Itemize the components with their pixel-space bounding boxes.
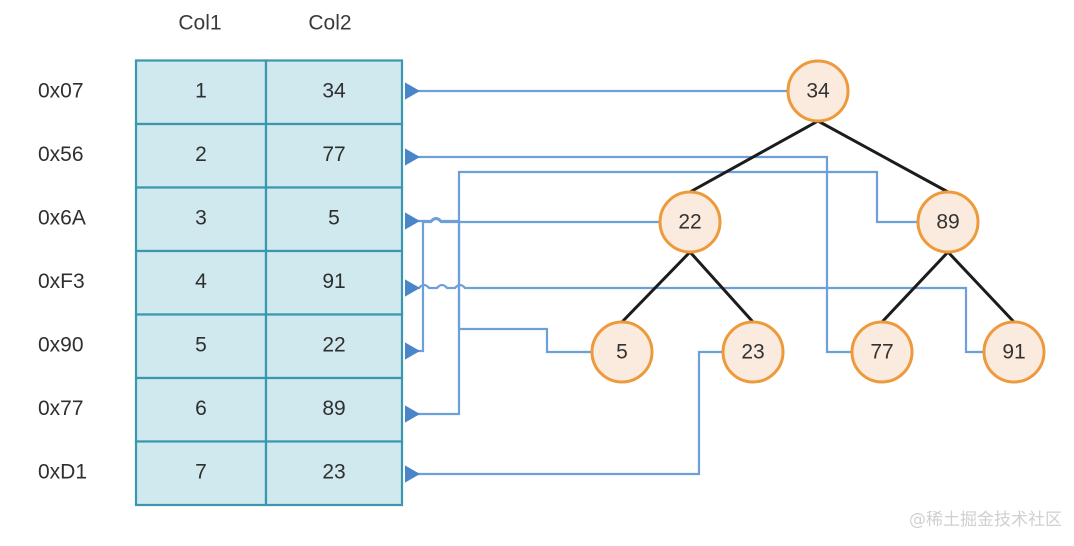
tree-node-leaf-3[interactable]: 77 <box>850 320 914 384</box>
table-row[interactable]: 0x07 1 34 <box>38 59 404 126</box>
cell-value-col2: 77 <box>322 143 345 166</box>
cell-value-col1: 4 <box>195 270 207 293</box>
tree-node-leaf-1[interactable]: 5 <box>590 320 654 384</box>
tree-edge-89-91 <box>946 250 1016 324</box>
node-circle[interactable] <box>721 320 785 384</box>
table-cell-col2[interactable] <box>264 376 404 443</box>
table-cell-col2[interactable] <box>264 440 404 507</box>
node-label: 23 <box>741 341 764 364</box>
cell-value-col2: 23 <box>322 461 345 484</box>
node-label: 5 <box>616 341 628 364</box>
pointer-line-node-89 <box>405 170 918 423</box>
cell-value-col2: 34 <box>322 80 346 103</box>
tree-node-leaf-2[interactable]: 23 <box>721 320 785 384</box>
node-circle[interactable] <box>982 320 1046 384</box>
tree-node-root[interactable]: 34 <box>786 59 850 123</box>
tree-edge-34-22 <box>688 119 820 194</box>
node-label: 34 <box>806 80 830 103</box>
pointer-line-node-5 <box>405 212 592 354</box>
table-row[interactable]: 0xF3 4 91 <box>38 249 404 316</box>
cell-value-col2: 89 <box>322 397 345 420</box>
node-circle[interactable] <box>590 320 654 384</box>
column-header-col1: Col1 <box>178 12 221 35</box>
row-address-label: 0xF3 <box>38 270 85 293</box>
table-cell-col2[interactable] <box>264 122 404 189</box>
tree-edge-22-23 <box>688 250 755 324</box>
table-cell-col2[interactable] <box>264 186 404 253</box>
tree-edge-34-89 <box>816 119 950 194</box>
table-cell-col2[interactable] <box>264 59 404 126</box>
table-row[interactable]: 0xD1 7 23 <box>38 440 404 507</box>
node-label: 77 <box>870 341 893 364</box>
cell-value-col2: 22 <box>322 334 345 357</box>
watermark-label: @稀土掘金技术社区 <box>909 510 1062 530</box>
memory-table: Col1 Col2 0x07 1 34 0x56 2 77 <box>38 12 404 507</box>
node-label: 91 <box>1002 341 1025 364</box>
tree-node-right[interactable]: 89 <box>916 190 980 254</box>
tree-edges <box>620 119 1016 324</box>
node-circle[interactable] <box>916 190 980 254</box>
node-circle[interactable] <box>850 320 914 384</box>
node-circle[interactable] <box>658 190 722 254</box>
pointer-line-node-22 <box>405 217 660 360</box>
row-address-label: 0x56 <box>38 143 84 166</box>
column-header-col2: Col2 <box>308 12 351 35</box>
cell-value-col1: 2 <box>195 143 207 166</box>
table-cell-col1[interactable] <box>134 59 268 126</box>
row-address-label: 0x77 <box>38 397 84 420</box>
node-circle[interactable] <box>786 59 850 123</box>
cell-value-col1: 1 <box>195 80 207 103</box>
cell-value-col2: 91 <box>322 270 345 293</box>
cell-value-col1: 5 <box>195 334 207 357</box>
tree-nodes: 34 22 89 5 23 77 <box>590 59 1046 384</box>
node-label: 22 <box>678 211 701 234</box>
pointer-line-node-23 <box>405 350 723 483</box>
pointer-connectors <box>405 82 984 483</box>
table-cell-col2[interactable] <box>264 313 404 380</box>
row-address-label: 0x07 <box>38 80 84 103</box>
tree-edge-89-77 <box>880 250 950 324</box>
cell-value-col1: 7 <box>195 461 207 484</box>
table-cell-col2[interactable] <box>264 249 404 316</box>
cell-value-col1: 6 <box>195 397 207 420</box>
pointer-line-node-77 <box>405 148 852 354</box>
cell-value-col2: 5 <box>328 207 340 230</box>
table-row[interactable]: 0x77 6 89 <box>38 376 404 443</box>
tree-node-leaf-4[interactable]: 91 <box>982 320 1046 384</box>
table-row[interactable]: 0x6A 3 5 <box>38 186 404 253</box>
row-address-label: 0xD1 <box>38 461 87 484</box>
tree-edge-22-5 <box>620 250 692 324</box>
node-label: 89 <box>936 211 959 234</box>
table-row[interactable]: 0x90 5 22 <box>38 313 404 380</box>
table-row[interactable]: 0x56 2 77 <box>38 122 404 189</box>
row-address-label: 0x90 <box>38 334 84 357</box>
table-cell-col1[interactable] <box>134 440 268 507</box>
row-address-label: 0x6A <box>38 207 86 230</box>
cell-value-col1: 3 <box>195 207 207 230</box>
tree-node-left[interactable]: 22 <box>658 190 722 254</box>
